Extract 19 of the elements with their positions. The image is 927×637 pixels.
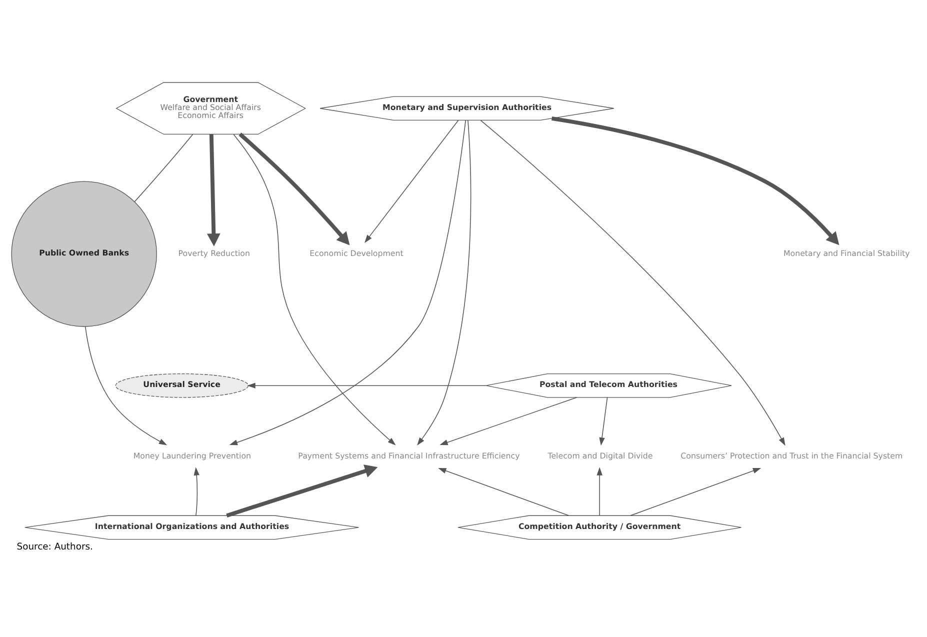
arrow xyxy=(226,464,378,518)
arrow xyxy=(438,468,570,516)
arrow xyxy=(247,382,486,388)
arrow xyxy=(596,467,602,516)
arrow xyxy=(630,468,762,516)
arrow xyxy=(599,397,608,446)
arrow xyxy=(440,397,577,446)
arrow xyxy=(417,120,472,446)
caption: Source: Authors. xyxy=(16,541,93,552)
arrow xyxy=(206,134,220,246)
arrow xyxy=(480,120,786,446)
arrow xyxy=(84,326,168,446)
arrow xyxy=(229,120,466,446)
arrow xyxy=(551,116,840,246)
arrow xyxy=(364,120,459,243)
arrow xyxy=(194,467,200,516)
arrow xyxy=(238,132,350,246)
connector xyxy=(134,134,194,202)
arrow xyxy=(233,134,396,446)
